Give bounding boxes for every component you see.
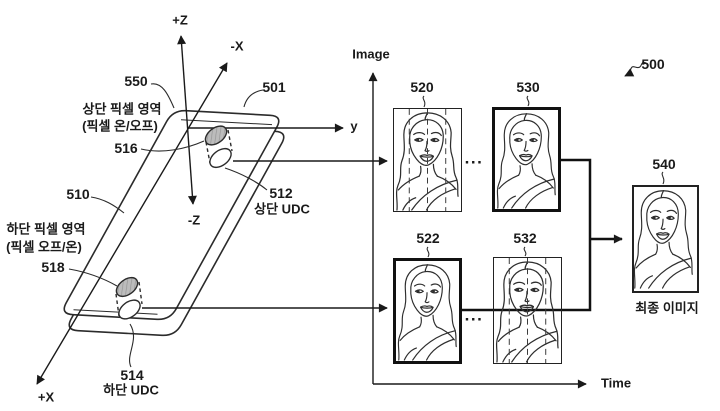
ellipsis-top-row: ... xyxy=(464,148,484,168)
x-axis xyxy=(36,62,228,385)
figure-ref-500: 500 xyxy=(641,55,665,72)
leader-550 xyxy=(150,83,175,109)
capture-arrows xyxy=(142,156,388,313)
ref-532: 532 xyxy=(513,229,537,246)
portrait-sketch xyxy=(396,261,459,361)
axis-label-image: Image xyxy=(352,46,390,62)
ref-550: 550 xyxy=(124,72,148,89)
ref-501: 501 xyxy=(262,78,286,95)
leader-516 xyxy=(140,140,205,152)
ref-518: 518 xyxy=(41,258,65,275)
leader-530 xyxy=(526,95,530,107)
image-time-axes xyxy=(368,72,587,389)
merge-connector xyxy=(462,158,623,312)
top-udc-cylinder xyxy=(204,125,233,169)
caption-bottom-pixel-region-line1: 하단 픽셀 영역 xyxy=(6,221,86,237)
bottom-udc-cylinder xyxy=(115,276,143,320)
leader-512 xyxy=(224,167,268,191)
caption-top-pixel-region-line1: 상단 픽셀 영역 xyxy=(82,101,162,117)
phone-screen-face xyxy=(63,109,280,321)
leader-510 xyxy=(90,196,125,214)
frame-522 xyxy=(393,258,462,364)
phone-body xyxy=(63,109,285,337)
pixel-column-dashes xyxy=(408,109,447,211)
axis-label-plus-x: +X xyxy=(37,389,55,405)
leader-501 xyxy=(243,89,264,108)
ref-530: 530 xyxy=(516,78,540,95)
ref-516: 516 xyxy=(114,139,138,156)
leader-522 xyxy=(426,246,430,258)
bottom-udc-lens xyxy=(118,299,141,320)
caption-final-image: 최종 이미지 xyxy=(635,300,699,316)
frame-532 xyxy=(493,257,562,364)
caption-top-udc: 상단 UDC xyxy=(254,201,310,217)
axis-label-y: y xyxy=(350,118,358,134)
leader-540 xyxy=(661,171,665,185)
ref-514: 514 xyxy=(120,366,144,383)
caption-bottom-udc: 하단 UDC xyxy=(103,382,159,398)
ref-510: 510 xyxy=(66,185,90,202)
axis-label-time: Time xyxy=(600,375,632,391)
leader-514 xyxy=(129,323,135,368)
leader-518 xyxy=(68,268,118,287)
pixel-column-dashes xyxy=(508,258,547,363)
leader-520 xyxy=(422,95,426,108)
ellipsis-bottom-row: ... xyxy=(464,305,484,325)
portrait-sketch xyxy=(495,110,558,209)
portrait-sketch xyxy=(634,187,697,291)
ref-540: 540 xyxy=(652,155,676,172)
ref-520: 520 xyxy=(410,78,434,95)
top-pixel-region-ellipse xyxy=(204,125,228,146)
axis-label-minus-x: -X xyxy=(230,38,244,54)
ref-522: 522 xyxy=(416,229,440,246)
frame-540-final-image xyxy=(632,185,699,293)
top-udc-lens xyxy=(209,147,232,169)
bottom-pixel-region-ellipse xyxy=(115,276,139,298)
axis-label-plus-z: +Z xyxy=(172,12,188,28)
caption-bottom-pixel-region-line2: (픽셀 오프/온) xyxy=(6,239,82,255)
axis-label-minus-z: -Z xyxy=(187,212,201,228)
leader-532 xyxy=(523,246,527,257)
caption-top-pixel-region-line2: (픽셀 온/오프) xyxy=(82,118,158,134)
frame-520 xyxy=(393,108,462,212)
ref-512: 512 xyxy=(269,184,293,201)
connector-path xyxy=(462,158,592,312)
figure-ref-squiggle-arrow xyxy=(624,61,647,77)
frame-530 xyxy=(492,107,561,212)
leader-lines xyxy=(68,61,665,368)
